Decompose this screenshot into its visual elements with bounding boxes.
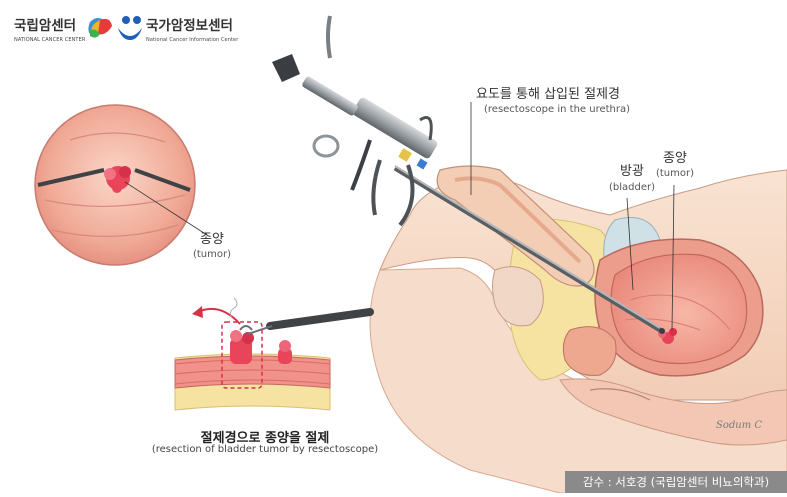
cic-logo-mark	[118, 16, 142, 40]
resectoscope-label-en: (resectoscope in the urethra)	[484, 104, 631, 115]
review-credit: 감수 : 서호경 (국립암센터 비뇨의학과)	[565, 471, 787, 493]
inset-tumor	[104, 166, 131, 193]
remaining-tumor	[278, 340, 292, 364]
bladder-leader	[626, 197, 634, 291]
bladder-label-ko: 방광	[620, 164, 644, 179]
tumor-left-leader	[124, 181, 208, 236]
resectoscope	[272, 15, 665, 334]
resection-caption-en: (resection of bladder tumor by resectosc…	[151, 444, 379, 455]
resection-caption-ko: 절제경으로 종양을 절제	[200, 431, 330, 446]
cic-logo-name: 국가암정보센터	[146, 18, 233, 34]
ncc-logo-name: 국립암센터	[14, 18, 77, 34]
cic-logo-subtitle: National Cancer Information Center	[146, 37, 239, 43]
pelvic-cross-section	[369, 165, 787, 494]
ncc-logo-mark	[88, 18, 112, 38]
resection-box	[221, 321, 263, 389]
tumor-right-leader	[671, 184, 675, 331]
resection-inset	[174, 297, 374, 411]
cystoscopic-view-inset	[34, 104, 196, 266]
tumor-right-label-en: (tumor)	[655, 168, 695, 179]
arrow-icon	[192, 306, 203, 318]
tumor-left-label-ko: 종양	[200, 232, 224, 247]
resectoscope-label-ko: 요도를 통해 삽입된 절제경	[476, 87, 620, 102]
ncc-logo-subtitle: NATIONAL CANCER CENTER	[14, 37, 86, 43]
tumor-right-label-ko: 종양	[663, 151, 687, 166]
tumor-left-label-en: (tumor)	[192, 249, 232, 260]
artist-signature: Sodum C	[716, 420, 763, 431]
bladder-label-en: (bladder)	[608, 182, 655, 193]
resected-tumor	[230, 330, 254, 364]
